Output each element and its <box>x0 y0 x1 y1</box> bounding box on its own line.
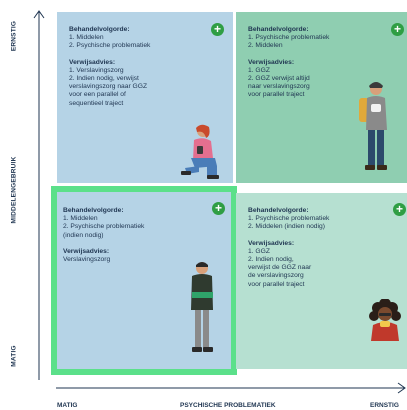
sitting-woman-phone-icon <box>181 124 219 179</box>
advice-item: 1. GGZ <box>248 66 270 74</box>
order-item: 1. Psychische problematiek <box>248 34 330 42</box>
hiker-with-backpack-icon <box>359 82 387 170</box>
order-item: 1. Middelen <box>69 34 104 42</box>
advice-item: voor parallel traject <box>248 280 305 288</box>
quadrant-bottom-left: + Behandelvolgorde: 1. Middelen 2. Psych… <box>51 186 237 375</box>
advice-item: naar verslavingszorg <box>248 83 310 91</box>
x-label-mid: PSYCHISCHE PROBLEMATIEK <box>180 402 276 409</box>
plus-icon[interactable]: + <box>393 203 406 216</box>
y-label-bottom: MATIG <box>10 345 18 367</box>
quadrant-top-left: + Behandelvolgorde: 1. Middelen 2. Psych… <box>57 12 233 183</box>
y-axis <box>33 10 45 380</box>
quadrant-bottom-right: + Behandelvolgorde: 1. Psychische proble… <box>236 193 407 369</box>
advice-heading: Verwijsadvies: <box>248 239 295 247</box>
advice-item: de verslavingszorg <box>248 272 304 280</box>
advice-item: verwijst de GGZ naar <box>248 264 312 272</box>
advice-item: sequentieel traject <box>69 99 124 107</box>
advice-item: 1. Verslavingszorg <box>69 66 124 74</box>
order-item: 2. Psychische problematiek <box>63 223 145 231</box>
y-label-mid: MIDDELENGEBRUIK <box>10 156 18 224</box>
advice-item: Verslavingszorg <box>63 256 111 264</box>
curly-haired-woman-icon <box>369 299 401 341</box>
x-label-left: MATIG <box>57 402 78 409</box>
quadrant-text: Behandelvolgorde: 1. Psychische problema… <box>248 26 399 100</box>
order-heading: Behandelvolgorde: <box>69 26 130 33</box>
plus-icon[interactable]: + <box>212 202 225 215</box>
order-heading: Behandelvolgorde: <box>248 207 309 214</box>
standing-man-icon <box>191 262 213 352</box>
advice-item: 2. GGZ verwijst altijd <box>248 75 310 83</box>
advice-item: 2. Indien nodig, <box>248 256 294 264</box>
order-item: 2. Middelen (indien nodig) <box>248 223 325 231</box>
x-label-right: ERNSTIG <box>370 402 399 409</box>
order-heading: Behandelvolgorde: <box>63 207 124 214</box>
order-item: 1. Psychische problematiek <box>248 215 330 223</box>
quadrant-text: Behandelvolgorde: 1. Psychische problema… <box>248 207 399 289</box>
order-item: 2. Psychische problematiek <box>69 42 151 50</box>
order-heading: Behandelvolgorde: <box>248 26 309 33</box>
y-label-top: ERNSTIG <box>10 20 18 52</box>
order-item: 1. Middelen <box>63 215 98 223</box>
quadrant-text: Behandelvolgorde: 1. Middelen 2. Psychis… <box>69 26 225 108</box>
advice-heading: Verwijsadvies: <box>69 58 116 66</box>
plus-icon[interactable]: + <box>391 23 404 36</box>
advice-item: verslavingszorg naar GGZ <box>69 83 148 91</box>
plus-icon[interactable]: + <box>211 23 224 36</box>
advice-item: 2. Indien nodig, verwijst <box>69 75 139 83</box>
quadrant-top-right: + Behandelvolgorde: 1. Psychische proble… <box>236 12 407 183</box>
advice-item: 1. GGZ <box>248 247 270 255</box>
order-item: (indien nodig) <box>63 231 104 239</box>
advice-heading: Verwijsadvies: <box>248 58 295 66</box>
x-axis <box>56 382 406 394</box>
advice-item: voor een parallel of <box>69 91 126 99</box>
order-item: 2. Middelen <box>248 42 283 50</box>
advice-item: voor parallel traject <box>248 91 305 99</box>
advice-heading: Verwijsadvies: <box>63 247 110 255</box>
quadrant-text: Behandelvolgorde: 1. Middelen 2. Psychis… <box>63 207 223 264</box>
